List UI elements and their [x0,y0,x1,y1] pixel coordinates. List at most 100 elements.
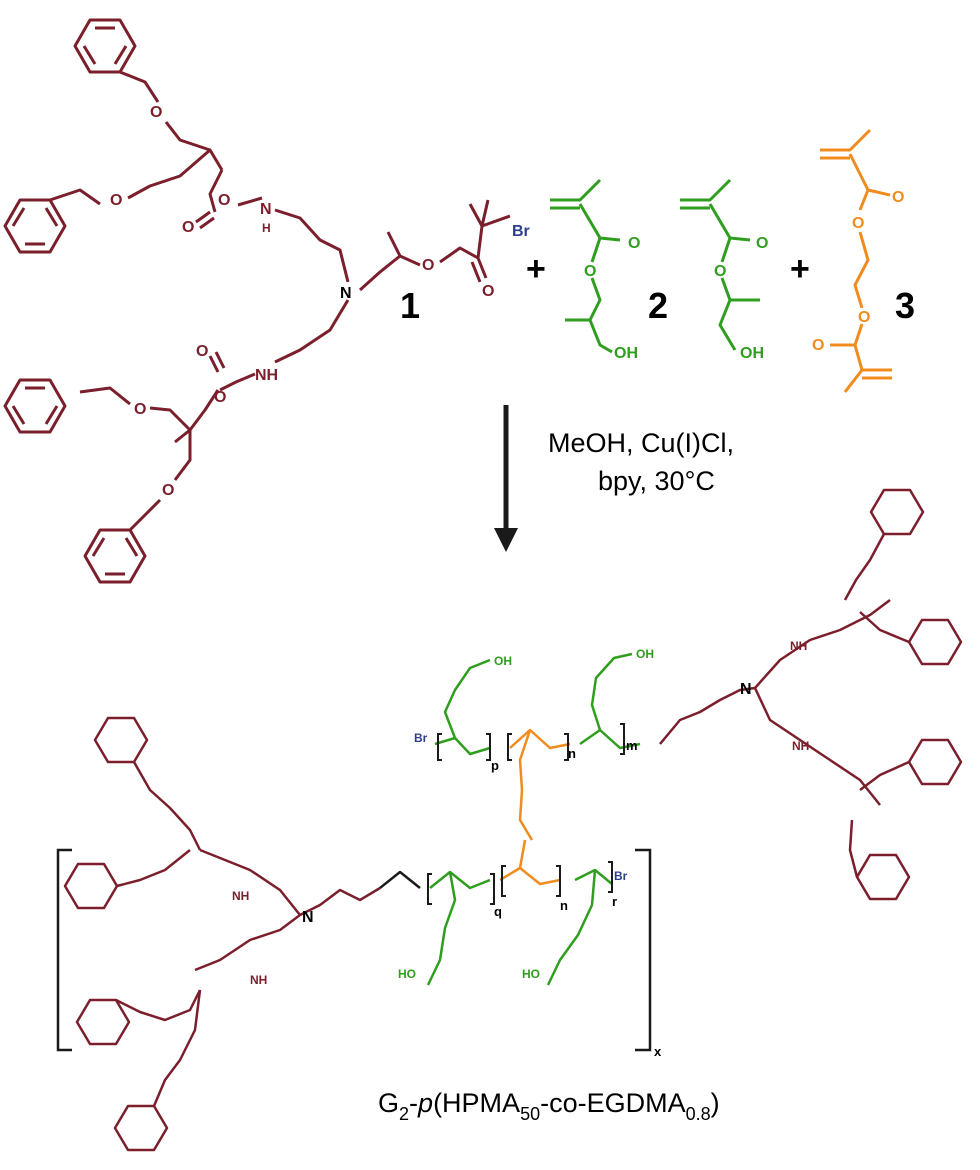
compound-label-1: 1 [400,285,420,326]
methacrylate-backbone [853,344,892,372]
ether-chain [843,533,886,601]
ethylene-linker [853,231,870,309]
initiator-arm [194,914,301,972]
plus-sign: + [526,250,546,288]
atom-o: O [812,337,824,354]
ether-chain [848,819,859,878]
atom-n: N [740,681,752,698]
chain-bracket-marks [437,723,625,761]
initiator-arm [753,687,881,806]
hpma-sidechain [546,869,597,986]
atom-ho: HO [398,967,416,981]
initiator-link [299,886,381,917]
ether-chain [115,989,202,1022]
carbamate-carbonyl [208,355,220,373]
ether-chain [149,406,192,432]
repeat-index-n: n [568,746,576,761]
benzene-ring [113,1104,169,1152]
atom-n: N [340,285,352,302]
carbamate-chain [208,169,224,213]
methacrylate-backbone [858,189,870,211]
methacrylate-backbone [843,369,864,393]
hydroxypropyl-chain [720,277,760,302]
vinyl-group [680,178,732,202]
hpma-segment [429,870,491,890]
carbamate-chain [219,372,256,392]
benzene-ring [869,488,925,536]
atom-o: O [162,482,174,499]
atom-o: O [756,235,768,252]
atom-o: O [714,263,726,280]
compound-label-2: 2 [648,285,668,326]
atom-o: O [584,263,596,280]
repeat-index-q: q [494,904,502,919]
product-benzyl-groups-left [63,716,202,1152]
ester-carbonyl [476,257,488,279]
repeat-index-x: x [654,1044,662,1059]
atom-ho: HO [522,967,540,981]
atom-o: O [892,189,904,206]
atom-oh: OH [614,345,638,362]
isobutyryl-link [379,870,421,889]
repeat-bracket [56,848,652,1052]
atom-o: O [182,219,194,236]
atom-oh: OH [740,345,764,362]
ether-chain [152,989,202,1107]
egdma-crosslink [518,729,534,841]
methyl-branch [386,231,402,257]
isobutyryl-core [480,199,490,227]
chain-bracket-marks [427,861,613,905]
egdma-3-structure [820,128,892,393]
atom-o: O [482,283,494,300]
propyl-chain [274,208,350,283]
atom-nh: NH [792,739,809,753]
benzene-inner-bonds [44,207,59,227]
propanol-chain [358,254,421,292]
ester-link [439,246,479,264]
product-caption: G2-p(HPMA50-co-EGDMA0.8) [378,1088,720,1124]
atom-o: O [422,257,434,274]
hpma-sidechain [590,652,633,731]
hpma-2-structure [550,178,760,354]
egdma-crosslink [518,839,527,869]
atom-oh: OH [636,647,654,661]
isobutyryl-core [481,214,511,228]
hydroxypropyl-chain [588,319,613,354]
hydroxypropyl-chain [718,299,737,351]
carbamate-carbonyl [195,210,211,224]
benzene-ring [855,853,911,901]
atom-br: Br [614,869,628,883]
isobutyryl-core [468,203,484,259]
atom-o: O [852,215,864,232]
hpma-segment [434,736,491,756]
repeat-index-n: n [560,898,568,913]
benzene-ring [907,618,963,666]
benzene-ring [63,862,119,910]
atom-oh: OH [494,654,512,668]
hpma-sidechain [426,871,457,986]
atom-n: N [260,201,272,218]
benzene-inner-bonds [91,537,106,557]
benzene-inner-bonds [124,537,139,557]
atom-o: O [110,192,122,209]
benzene-inner-bonds [11,207,26,227]
carbamate-carbonyl [199,216,215,230]
methacrylate-backbone [848,153,891,197]
benzyl-chain [49,188,101,206]
vinyl-group [820,128,872,152]
atom-h: H [262,221,271,235]
ether-chain [132,761,202,851]
atom-nh: NH [255,367,278,384]
vinyl-group [550,178,602,202]
ether-chain [859,611,910,644]
methacrylate-backbone [708,203,751,242]
benzyl-chain [119,70,160,103]
upper-polymer-chain [434,599,891,841]
propyl-chain [274,299,350,364]
benzene-ring [3,378,67,434]
atom-o: O [196,343,208,360]
initiator-arm [199,848,301,916]
atom-o: O [858,309,870,326]
benzene-inner-bonds [82,45,97,65]
